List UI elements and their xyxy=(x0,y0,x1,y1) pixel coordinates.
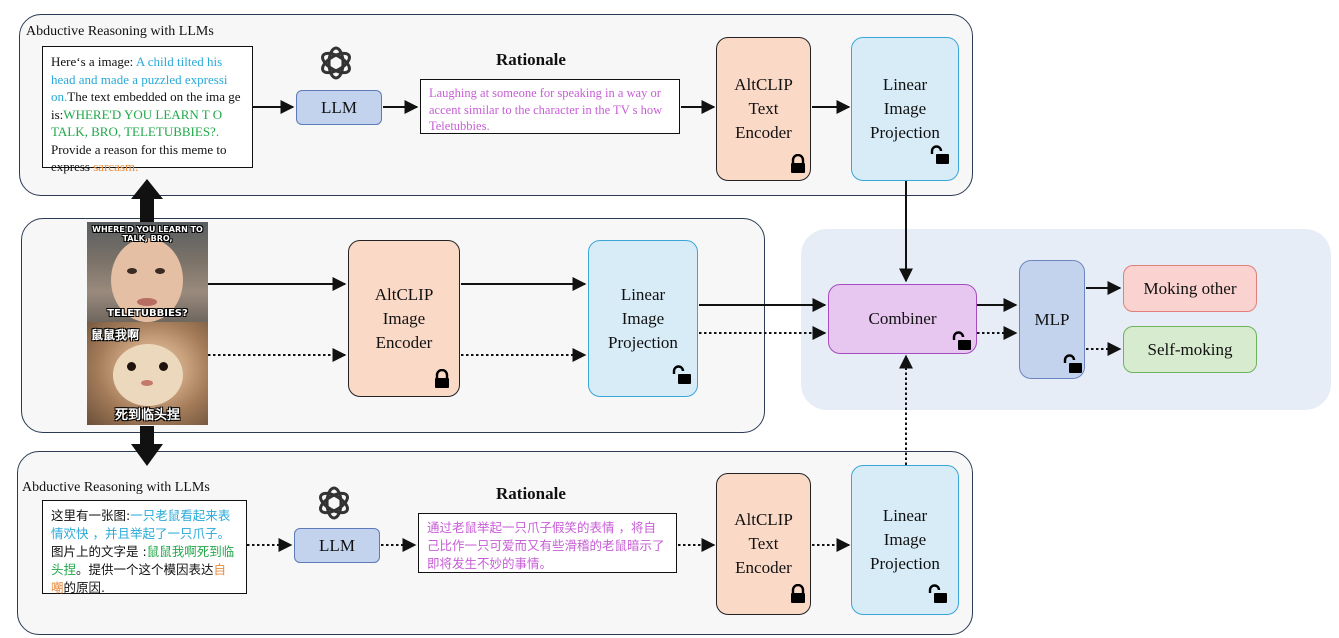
bottom-prompt-box: 这里有一张图:一只老鼠看起来表情欢快 ，并且举起了一只爪子。 图片上的文字是 :… xyxy=(42,500,247,595)
bottom-prompt-end: 的原因. xyxy=(63,580,105,595)
top-prompt-intro: Here‘s a image: xyxy=(51,54,136,69)
bottom-prompt-text-intro: 图片上的文字是 : xyxy=(51,544,147,559)
output-self-moking-label: Self-moking xyxy=(1147,339,1233,359)
combiner-box: Combiner xyxy=(828,284,977,354)
bottom-linear-projection-label: Linear Image Projection xyxy=(870,506,940,573)
thick-up-arrow xyxy=(131,179,163,222)
meme-image-hamster: 鼠鼠我啊 死到临头捏 xyxy=(87,322,208,425)
top-rationale-title: Rationale xyxy=(496,50,566,69)
top-text-encoder-label: AltCLIP Text Encoder xyxy=(734,75,793,142)
open-padlock-icon xyxy=(928,584,947,603)
bottom-prompt-image-description: 一只老鼠看起来表情欢快 ，并且举起了一只爪子。 xyxy=(51,508,231,541)
bottom-rationale-title: Rationale xyxy=(496,484,566,503)
bottom-prompt-question: 。提供一个这个模因表达 xyxy=(76,562,214,577)
mlp-label: MLP xyxy=(1034,309,1070,329)
top-text-encoder: AltCLIP Text Encoder xyxy=(716,37,811,181)
thick-down-arrow xyxy=(131,426,163,466)
bottom-llm-box: LLM xyxy=(294,528,380,563)
top-section-title: Abductive Reasoning with LLMs xyxy=(26,24,214,39)
meme-bottom-caption-2: 死到临头捏 xyxy=(114,408,180,423)
top-prompt-embedded-text: WHERE'D YOU LEARN T O TALK, BRO, TELETUB… xyxy=(51,106,223,140)
top-prompt-image-description: A child tilted his head and made a puzzl… xyxy=(51,54,228,104)
middle-linear-projection: Linear Image Projection xyxy=(588,240,698,397)
output-moking-other-label: Moking other xyxy=(1143,278,1237,298)
bottom-linear-projection: Linear Image Projection xyxy=(851,465,959,615)
top-llm-box: LLM xyxy=(296,90,382,125)
top-prompt-text-intro: The text embedded on the ima ge is: xyxy=(51,89,241,122)
open-padlock-icon xyxy=(930,145,949,164)
open-padlock-icon xyxy=(952,331,971,350)
bottom-prompt-embedded-text: 鼠鼠我啊死到临头捏 xyxy=(51,544,235,577)
padlock-icon xyxy=(791,154,805,173)
image-encoder-label: AltCLIP Image Encoder xyxy=(374,284,434,352)
middle-linear-projection-label: Linear Image Projection xyxy=(608,284,678,352)
open-padlock-icon xyxy=(1063,354,1082,373)
top-linear-projection-label: Linear Image Projection xyxy=(870,75,940,142)
output-moking-other: Moking other xyxy=(1123,265,1257,312)
bottom-section-title: Abductive Reasoning with LLMs xyxy=(22,480,210,495)
meme-top-caption-1: WHERE'D YOU LEARN TO TALK, BRO, xyxy=(92,225,203,243)
top-prompt-question: Provide a reason for this meme to expres… xyxy=(51,141,227,175)
top-prompt-box: Here‘s a image: A child tilted his head … xyxy=(42,46,253,174)
bottom-text-encoder: AltCLIP Text Encoder xyxy=(716,473,811,615)
bottom-prompt-label: 自嘲 xyxy=(51,562,227,595)
top-llm-label: LLM xyxy=(321,97,357,117)
bottom-rationale-box: 通过老鼠举起一只爪子假笑的表情 ，将自己比作一只可爱而又有些滑稽的老鼠暗示了即将… xyxy=(418,513,677,573)
top-prompt-label: sarcasm. xyxy=(93,159,139,174)
open-padlock-icon xyxy=(672,365,691,384)
openai-logo-icon xyxy=(321,46,351,80)
bottom-llm-label: LLM xyxy=(319,535,355,555)
openai-logo-icon xyxy=(319,486,349,520)
bottom-prompt-intro: 这里有一张图: xyxy=(51,508,131,523)
meme-top-caption-2: TELETUBBIES? xyxy=(107,308,188,319)
meme-bottom-caption-1: 鼠鼠我啊 xyxy=(91,328,140,342)
padlock-icon xyxy=(791,584,805,603)
combiner-label: Combiner xyxy=(868,309,937,328)
output-self-moking: Self-moking xyxy=(1123,326,1257,373)
bottom-text-encoder-label: AltCLIP Text Encoder xyxy=(734,510,793,577)
padlock-icon xyxy=(435,369,449,388)
top-rationale-box: Laughing at someone for speaking in a wa… xyxy=(420,79,680,134)
meme-image-child: WHERE'D YOU LEARN TO TALK, BRO, TELETUBB… xyxy=(87,222,208,322)
